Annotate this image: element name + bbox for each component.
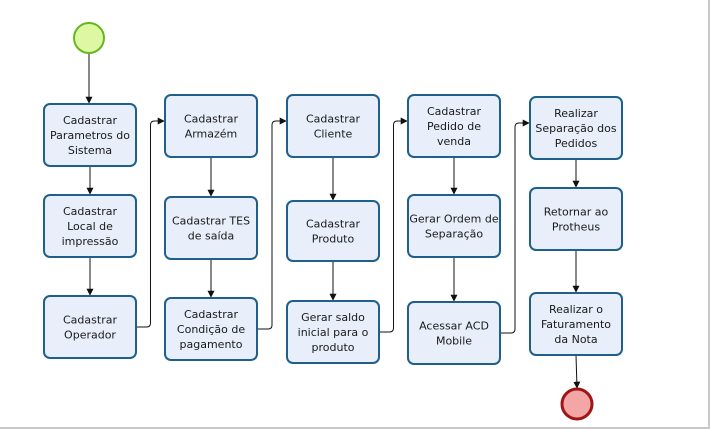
task-label-line: Gerar Ordem de (409, 213, 499, 226)
task-label-line: Cliente (314, 128, 353, 141)
task-label-line: Cadastrar (184, 113, 238, 126)
task-label-line: Realizar (554, 107, 598, 120)
flow-column-connector (257, 117, 287, 330)
task-label-line: Cadastrar (63, 205, 117, 218)
start-event[interactable] (73, 22, 105, 54)
flow-column-connector (136, 117, 165, 328)
task-label-line: Retornar ao (544, 206, 609, 219)
task-t14[interactable]: Retornar ao Protheus (529, 187, 623, 251)
end-event[interactable] (560, 387, 594, 421)
task-box (286, 200, 380, 262)
page-edge-right (708, 0, 710, 429)
task-t11[interactable]: Gerar Ordem de Separação (407, 194, 501, 258)
task-box (407, 94, 501, 158)
task-label-line: produto (312, 341, 355, 354)
task-box (529, 187, 623, 251)
flow-column-connector (379, 117, 408, 333)
task-label-line: impressão (62, 235, 119, 248)
task-label-line: Cadastrar TES (172, 215, 250, 228)
task-label-line: Sistema (68, 144, 112, 157)
task-label-line: Armazém (185, 128, 238, 141)
task-label-line: Faturamento (541, 318, 611, 331)
events (73, 22, 594, 421)
task-t9[interactable]: Gerar saldo inicial para o produto (286, 300, 380, 364)
task-box (529, 96, 623, 160)
task-box (407, 194, 501, 258)
task-box (164, 297, 258, 361)
task-label-line: pagamento (180, 338, 243, 351)
task-label-line: Local de (67, 220, 113, 233)
task-box (529, 292, 623, 356)
task-box (164, 196, 258, 260)
task-label-line: Realizar o (549, 303, 603, 316)
task-box (286, 300, 380, 364)
task-label-line: inicial para o (298, 326, 369, 339)
task-label-line: Pedidos (555, 137, 598, 150)
task-t5[interactable]: Cadastrar TES de saída (164, 196, 258, 260)
task-label-line: Acessar ACD (419, 320, 489, 333)
end-event-circle (560, 387, 594, 421)
task-label-line: venda (437, 135, 471, 148)
task-label-line: Mobile (436, 335, 472, 348)
task-label-line: Condição de (177, 323, 245, 336)
task-label-line: da Nota (554, 333, 597, 346)
task-label-line: Gerar saldo (301, 311, 365, 324)
task-label-line: Separação dos (535, 122, 616, 135)
task-label-line: Cadastrar (63, 114, 117, 127)
task-label-line: Cadastrar (184, 308, 238, 321)
task-t15[interactable]: Realizar o Faturamento da Nota (529, 292, 623, 356)
task-label-line: Pedido de (427, 120, 481, 133)
task-label-line: de saída (188, 230, 235, 243)
flow-last-to-end (573, 354, 581, 389)
task-box (407, 301, 501, 365)
task-box (43, 103, 137, 167)
task-box (164, 94, 258, 158)
sequence-flows (85, 53, 581, 389)
task-box (43, 194, 137, 258)
task-label-line: Separação (425, 228, 484, 241)
task-label-line: Cadastrar (306, 218, 360, 231)
task-label-line: Operador (64, 329, 116, 342)
page-edge-bottom (0, 427, 710, 429)
task-label-line: Produto (312, 233, 355, 246)
task-box (286, 94, 380, 158)
task-label-line: Cadastrar (306, 113, 360, 126)
task-label-line: Protheus (552, 221, 600, 234)
task-label-line: Parametros do (50, 129, 130, 142)
start-event-circle (73, 22, 105, 54)
flow-column-connector (500, 119, 530, 334)
task-label-line: Cadastrar (427, 105, 481, 118)
task-box (43, 295, 137, 359)
task-t12[interactable]: Acessar ACD Mobile (407, 301, 501, 365)
task-label-line: Cadastrar (63, 314, 117, 327)
